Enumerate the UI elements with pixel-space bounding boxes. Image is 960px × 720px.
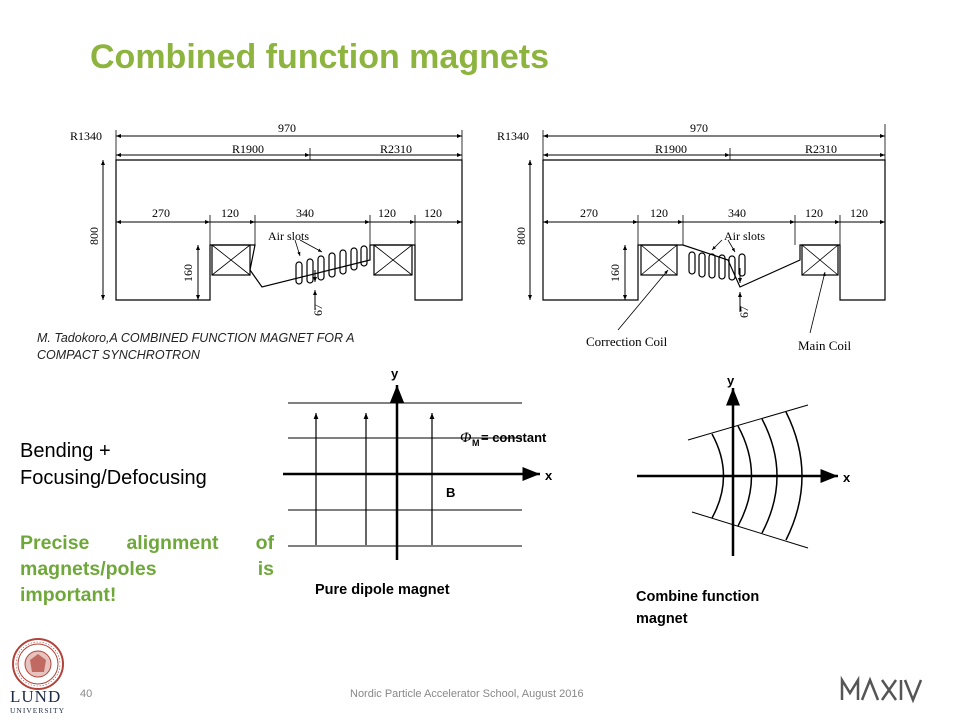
b-field-label: B: [446, 485, 455, 500]
dim-120c: 120: [850, 206, 868, 220]
dim-r1900: R1900: [655, 142, 687, 156]
citation-line2: COMPACT SYNCHROTRON: [37, 348, 200, 362]
dim-270: 270: [152, 206, 170, 220]
dim-r1340: R1340: [70, 129, 102, 143]
dim-120a: 120: [650, 206, 668, 220]
body-line2: Focusing/Defocusing: [20, 467, 207, 489]
dim-120c: 120: [424, 206, 442, 220]
main-coil-label: Main Coil: [798, 338, 851, 353]
x-axis-label: x: [545, 468, 553, 483]
dim-270: 270: [580, 206, 598, 220]
page-title: Combined function magnets: [90, 38, 549, 76]
maxiv-logo: [840, 675, 923, 704]
lund-wordmark: LUND: [10, 687, 61, 706]
dim-height: 800: [514, 227, 528, 245]
dipole-diagram-labels: y x Φ M = constant B Pure dipole magnet: [315, 366, 553, 598]
dim-height: 800: [87, 227, 101, 245]
air-slots-label: Air slots: [724, 229, 765, 243]
combined-diagram-labels: y x Combine function magnet: [636, 373, 851, 627]
dim-160: 160: [181, 264, 195, 282]
emphasis-text: Precise alignment of magnets/poles is im…: [20, 532, 274, 606]
correction-coil-label: Correction Coil: [586, 334, 668, 349]
dim-120b: 120: [805, 206, 823, 220]
phi-subscript: M: [472, 438, 480, 448]
body-line1: Bending +: [20, 440, 111, 462]
dim-r2310: R2310: [805, 142, 837, 156]
combined-caption-line2: magnet: [636, 611, 688, 627]
citation-line1: M. Tadokoro,A COMBINED FUNCTION MAGNET F…: [37, 331, 355, 345]
lund-university-label: UNIVERSITY: [10, 706, 65, 715]
dim-340: 340: [296, 206, 314, 220]
dim-340: 340: [728, 206, 746, 220]
combined-caption-line1: Combine function: [636, 589, 759, 605]
dim-120a: 120: [221, 206, 239, 220]
dim-160: 160: [608, 264, 622, 282]
dim-r2310: R2310: [380, 142, 412, 156]
slide-number: 40: [80, 688, 93, 700]
citation: M. Tadokoro,A COMBINED FUNCTION MAGNET F…: [37, 330, 354, 364]
dim-r1900: R1900: [232, 142, 264, 156]
x-axis-label: x: [843, 470, 851, 485]
dim-r1340: R1340: [497, 129, 529, 143]
combined-diagram: [637, 388, 838, 556]
dim-67: 67: [311, 304, 325, 316]
magnet-drawing-left: [101, 130, 463, 310]
dipole-caption: Pure dipole magnet: [315, 582, 450, 598]
dim-width: 970: [690, 121, 708, 135]
dipole-diagram: [283, 385, 540, 560]
dim-width: 970: [278, 121, 296, 135]
phi-constant-label: = constant: [481, 430, 547, 445]
dim-120b: 120: [378, 206, 396, 220]
phi-symbol: Φ: [460, 430, 472, 446]
body-text: Bending + Focusing/Defocusing: [20, 438, 207, 492]
lund-seal-icon: [12, 638, 64, 690]
dim-67: 67: [737, 306, 751, 318]
y-axis-label: y: [391, 366, 399, 381]
magnet-drawing-left-labels: R1340 970 R1900 R2310 800 270 120 340 12…: [70, 121, 442, 316]
y-axis-label: y: [727, 373, 735, 388]
magnet-drawing-right: [528, 124, 886, 334]
footer-text: Nordic Particle Accelerator School, Augu…: [350, 688, 584, 700]
magnet-drawing-right-labels: R1340 970 R1900 R2310 800 270 120 340 12…: [497, 121, 868, 353]
air-slots-label: Air slots: [268, 229, 309, 243]
